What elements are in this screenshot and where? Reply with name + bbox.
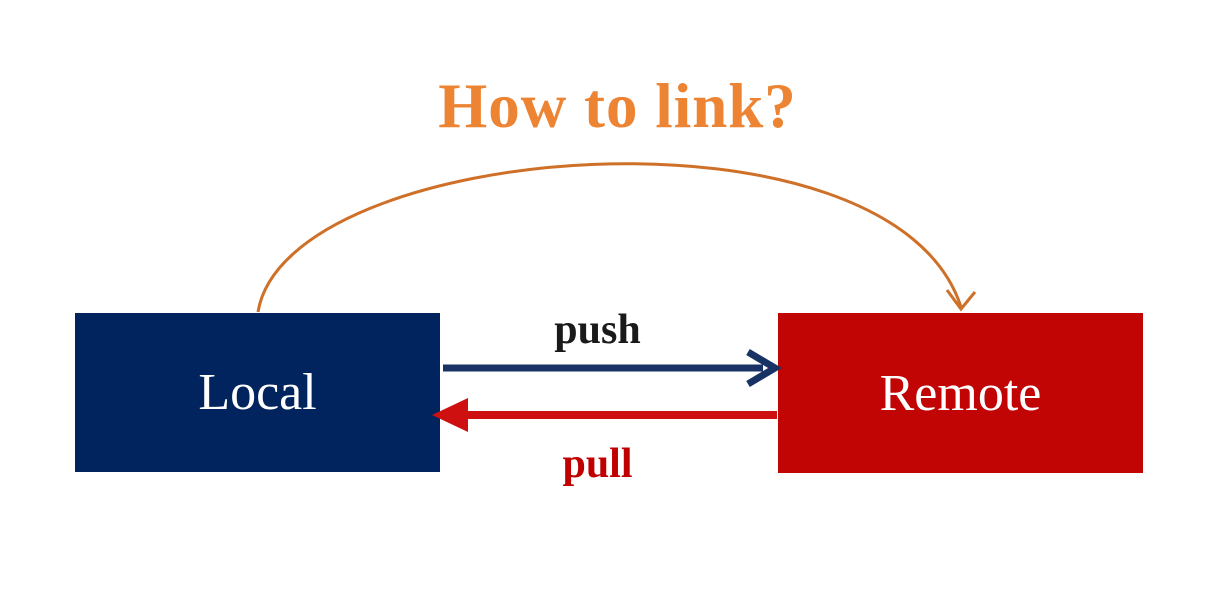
- node-remote-label: Remote: [879, 364, 1042, 422]
- link-curve: [256, 162, 963, 313]
- push-arrow: [443, 348, 782, 388]
- link-arrow: [256, 162, 977, 313]
- pull-arrow: [432, 398, 777, 432]
- push-arrowhead-icon: [746, 348, 782, 388]
- push-label: push: [554, 307, 641, 353]
- node-remote: Remote: [778, 313, 1143, 473]
- pull-label: pull: [562, 441, 633, 487]
- node-local-label: Local: [198, 364, 317, 421]
- link-arrowhead-icon: [945, 289, 977, 312]
- diagram-title: How to link?: [438, 71, 797, 141]
- node-local: Local: [75, 313, 440, 472]
